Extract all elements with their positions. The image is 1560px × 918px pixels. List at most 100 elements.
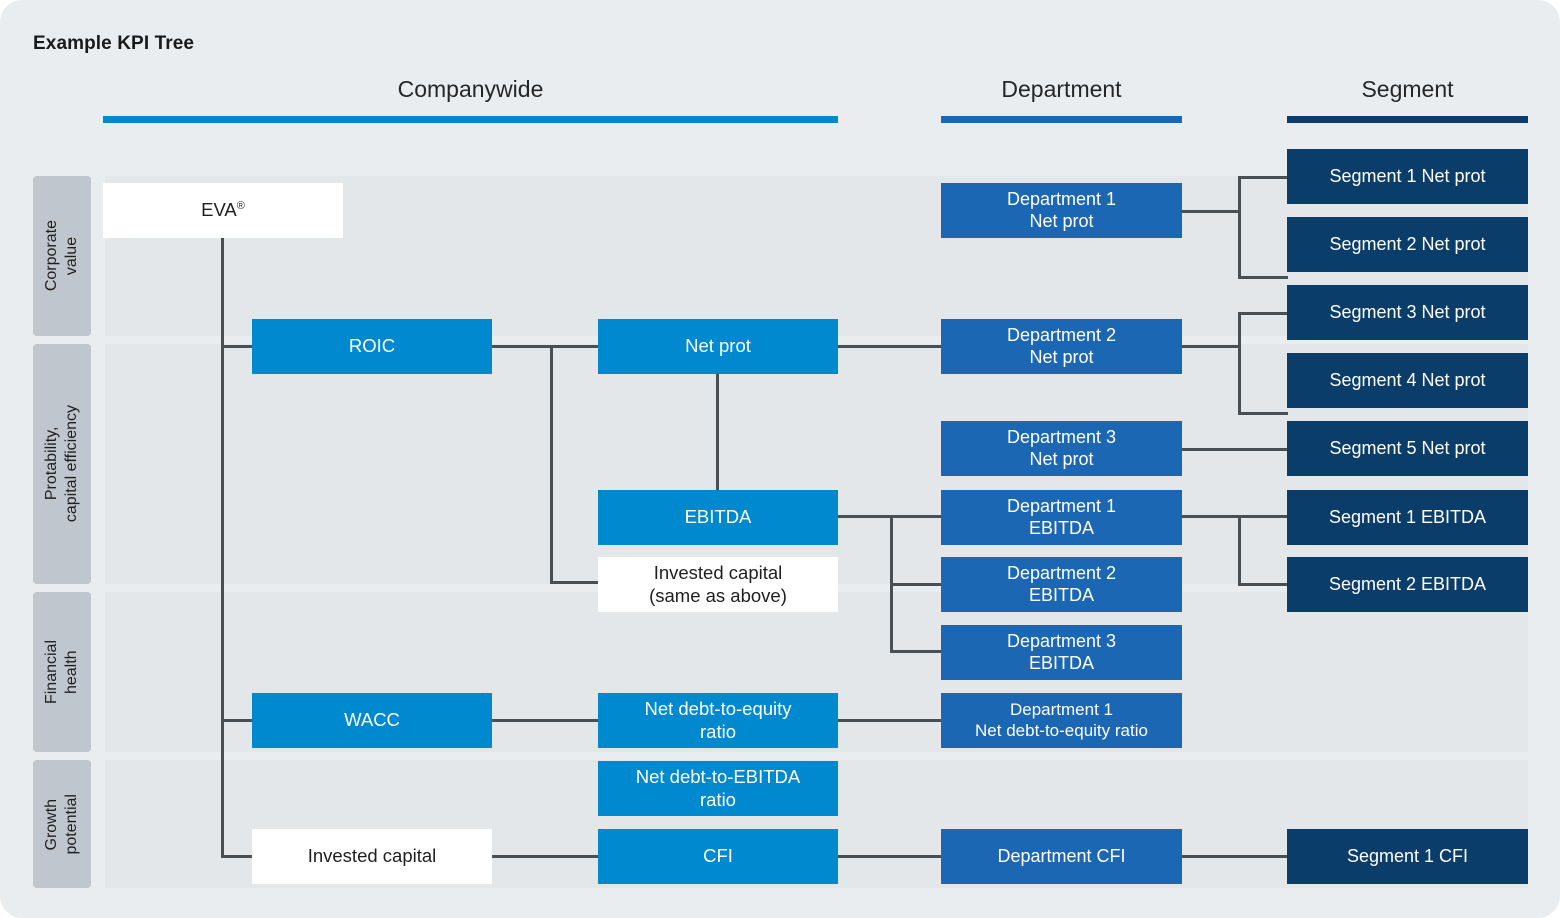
- connector-roic-to-invested-capital-same: [550, 581, 600, 584]
- column-header-companywide: Companywide: [103, 74, 838, 123]
- node-net-profit-label: Net prot: [685, 335, 751, 357]
- node-net-debt-to-equity-ratio[interactable]: Net debt-to-equity ratio: [598, 693, 838, 748]
- node-net-debt-to-equity-label: Net debt-to-equity ratio: [644, 697, 792, 742]
- column-rule-segment: [1287, 116, 1528, 123]
- connector-to-segment2-ebitda: [1238, 583, 1288, 586]
- node-department-cfi[interactable]: Department CFI: [941, 829, 1182, 884]
- connector-eva-to-invested-capital: [221, 855, 255, 858]
- connector-department3-netprofit-to-segment5: [1181, 448, 1288, 451]
- connector-to-segment3-netprofit: [1238, 312, 1288, 315]
- node-department1-net-profit[interactable]: Department 1 Net prot: [941, 183, 1182, 238]
- node-segment2-ebitda-label: Segment 2 EBITDA: [1328, 573, 1487, 594]
- connector-net-debt-equity-to-department1: [838, 719, 942, 722]
- registered-trademark-icon: ®: [236, 200, 245, 213]
- node-segment1-ebitda-label: Segment 1 EBITDA: [1328, 506, 1487, 527]
- column-header-companywide-label: Companywide: [397, 76, 544, 102]
- connector-to-segment4-netprofit: [1238, 412, 1288, 415]
- connector-department1-netprofit-out: [1181, 210, 1241, 213]
- node-cfi-label: CFI: [703, 845, 733, 867]
- node-department3-net-profit-label: Department 3 Net prot: [1006, 426, 1117, 469]
- node-roic-label: ROIC: [348, 335, 396, 357]
- connector-eva-to-roic: [221, 345, 255, 348]
- connector-eva-to-wacc: [221, 719, 255, 722]
- column-header-segment: Segment: [1287, 74, 1528, 123]
- node-segment1-net-profit-label: Segment 1 Net prot: [1329, 165, 1486, 186]
- node-segment2-ebitda[interactable]: Segment 2 EBITDA: [1287, 557, 1528, 612]
- node-net-debt-to-ebitda-ratio[interactable]: Net debt-to-EBITDA ratio: [598, 761, 838, 816]
- node-invested-capital-same-as-above[interactable]: Invested capital (same as above): [598, 557, 838, 612]
- node-eva-label: EVA: [201, 199, 237, 221]
- node-department3-ebitda[interactable]: Department 3 EBITDA: [941, 625, 1182, 680]
- node-segment4-net-profit[interactable]: Segment 4 Net prot: [1287, 353, 1528, 408]
- connector-to-segment2-netprofit: [1238, 276, 1288, 279]
- connector-to-segment1-ebitda: [1238, 515, 1288, 518]
- node-invested-capital-same-label: Invested capital (same as above): [649, 561, 787, 606]
- node-net-profit[interactable]: Net prot: [598, 319, 838, 374]
- connector-ebitda-to-department2-ebitda: [890, 583, 942, 586]
- category-tab-profitability: Protability, capital efficiency: [33, 344, 91, 584]
- connector-department2-netprofit-bracket: [1238, 312, 1241, 415]
- connector-ebitda-to-department1-ebitda: [890, 515, 942, 518]
- node-department1-net-debt-to-equity-ratio[interactable]: Department 1 Net debt-to-equity ratio: [941, 693, 1182, 748]
- node-segment1-cfi-label: Segment 1 CFI: [1346, 845, 1469, 866]
- connector-department1-netprofit-bracket: [1238, 176, 1241, 279]
- connector-net-profit-to-ebitda: [716, 374, 719, 491]
- connector-to-segment1-netprofit: [1238, 176, 1288, 179]
- node-ebitda-label: EBITDA: [684, 506, 752, 528]
- node-segment5-net-profit[interactable]: Segment 5 Net prot: [1287, 421, 1528, 476]
- node-department1-net-profit-label: Department 1 Net prot: [1006, 188, 1117, 231]
- node-invested-capital-label: Invested capital: [307, 845, 437, 867]
- category-tab-corporate-value-label: Corporate value: [43, 220, 80, 292]
- node-segment2-net-profit[interactable]: Segment 2 Net prot: [1287, 217, 1528, 272]
- category-tab-profitability-label: Protability, capital efficiency: [43, 405, 80, 523]
- column-header-department: Department: [941, 74, 1182, 123]
- category-tab-financial-health-label: Financial health: [43, 639, 80, 705]
- connector-department-cfi-to-segment1-cfi: [1181, 855, 1288, 858]
- connector-cfi-to-department-cfi: [838, 855, 942, 858]
- connector-roic-split-trunk: [550, 345, 553, 584]
- column-header-department-label: Department: [1001, 76, 1122, 102]
- node-department3-net-profit[interactable]: Department 3 Net prot: [941, 421, 1182, 476]
- node-wacc[interactable]: WACC: [252, 693, 492, 748]
- node-segment4-net-profit-label: Segment 4 Net prot: [1329, 369, 1486, 390]
- node-eva[interactable]: EVA®: [103, 183, 343, 238]
- node-ebitda[interactable]: EBITDA: [598, 490, 838, 545]
- node-cfi[interactable]: CFI: [598, 829, 838, 884]
- connector-ebitda-out: [838, 515, 893, 518]
- node-roic[interactable]: ROIC: [252, 319, 492, 374]
- node-segment3-net-profit[interactable]: Segment 3 Net prot: [1287, 285, 1528, 340]
- node-segment1-cfi[interactable]: Segment 1 CFI: [1287, 829, 1528, 884]
- node-net-debt-to-ebitda-label: Net debt-to-EBITDA ratio: [635, 765, 801, 810]
- node-department1-ebitda[interactable]: Department 1 EBITDA: [941, 490, 1182, 545]
- page-title: Example KPI Tree: [33, 33, 195, 54]
- node-department2-net-profit-label: Department 2 Net prot: [1006, 324, 1117, 367]
- node-segment1-ebitda[interactable]: Segment 1 EBITDA: [1287, 490, 1528, 545]
- node-wacc-label: WACC: [344, 709, 400, 731]
- connector-invested-capital-to-cfi: [491, 855, 600, 858]
- connector-ebitda-to-department3-ebitda: [890, 650, 942, 653]
- connector-wacc-to-net-debt-equity: [491, 719, 600, 722]
- category-tab-growth-potential-label: Growth potential: [43, 793, 80, 855]
- node-segment1-net-profit[interactable]: Segment 1 Net prot: [1287, 149, 1528, 204]
- node-department2-ebitda-label: Department 2 EBITDA: [1006, 562, 1117, 605]
- category-tab-growth-potential: Growth potential: [33, 760, 91, 888]
- node-department-cfi-label: Department CFI: [997, 845, 1126, 866]
- node-department2-ebitda[interactable]: Department 2 EBITDA: [941, 557, 1182, 612]
- connector-roic-out: [491, 345, 553, 348]
- node-invested-capital[interactable]: Invested capital: [252, 829, 492, 884]
- node-department1-ebitda-label: Department 1 EBITDA: [1006, 495, 1117, 538]
- column-rule-companywide: [103, 116, 838, 123]
- connector-department2-netprofit-out: [1181, 345, 1241, 348]
- connector-department1-ebitda-out: [1181, 515, 1241, 518]
- connector-net-profit-to-department2: [838, 345, 942, 348]
- column-rule-department: [941, 116, 1182, 123]
- connector-roic-to-net-profit: [550, 345, 600, 348]
- node-department1-net-debt-to-equity-label: Department 1 Net debt-to-equity ratio: [975, 699, 1148, 740]
- category-tab-financial-health: Financial health: [33, 592, 91, 752]
- node-department3-ebitda-label: Department 3 EBITDA: [1006, 630, 1117, 673]
- node-segment3-net-profit-label: Segment 3 Net prot: [1329, 301, 1486, 322]
- connector-eva-trunk: [221, 238, 224, 858]
- node-segment5-net-profit-label: Segment 5 Net prot: [1329, 437, 1486, 458]
- node-department2-net-profit[interactable]: Department 2 Net prot: [941, 319, 1182, 374]
